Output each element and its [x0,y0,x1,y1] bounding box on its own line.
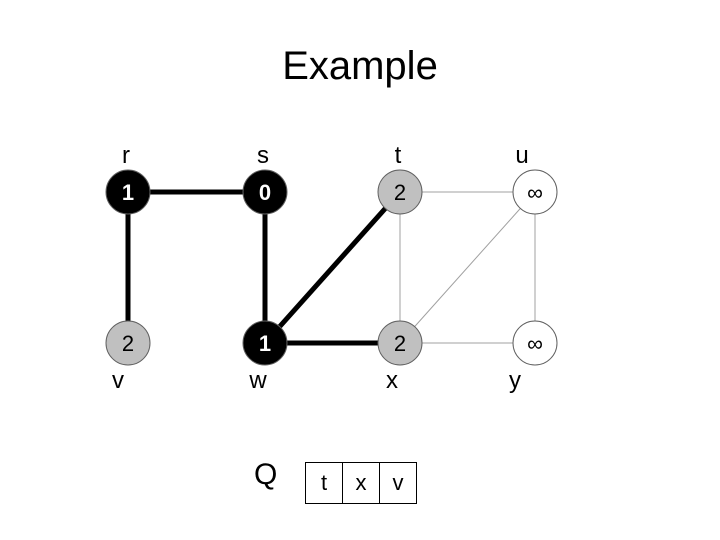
vertex-r-label: r [122,142,130,169]
vertex-s [242,169,288,215]
vertex-v-label: v [112,367,124,394]
vertex-s-label: s [257,142,269,169]
vertex-x-label: x [386,367,398,394]
vertex-x [377,320,423,366]
queue-label: Q [254,458,278,491]
vertex-y-label: y [509,367,521,394]
vertex-r-distance: 1 [122,180,134,205]
vertex-u-distance: ∞ [527,180,543,205]
vertex-y-distance: ∞ [527,331,543,356]
vertex-r [105,169,151,215]
vertex-v-distance: 2 [122,331,134,356]
vertex-v [105,320,151,366]
vertex-t-label: t [395,142,402,169]
vertex-s-distance: 0 [259,180,271,205]
vertex-u-label: u [515,142,528,169]
queue-cell: t [306,463,343,503]
vertex-u [512,169,558,215]
vertex-x-distance: 2 [394,331,406,356]
vertex-t [377,169,423,215]
queue: t x v [305,462,417,504]
vertex-t-distance: 2 [394,180,406,205]
queue-cell: v [392,470,404,495]
diagram-title: Example [282,44,438,88]
edge-w-t [263,190,402,345]
vertex-y [512,320,558,366]
vertex-w-distance: 1 [259,331,271,356]
vertex-w [242,320,288,366]
edge-x-u [399,191,536,344]
queue-cell: x [343,463,380,503]
vertex-w-label: w [248,367,267,394]
